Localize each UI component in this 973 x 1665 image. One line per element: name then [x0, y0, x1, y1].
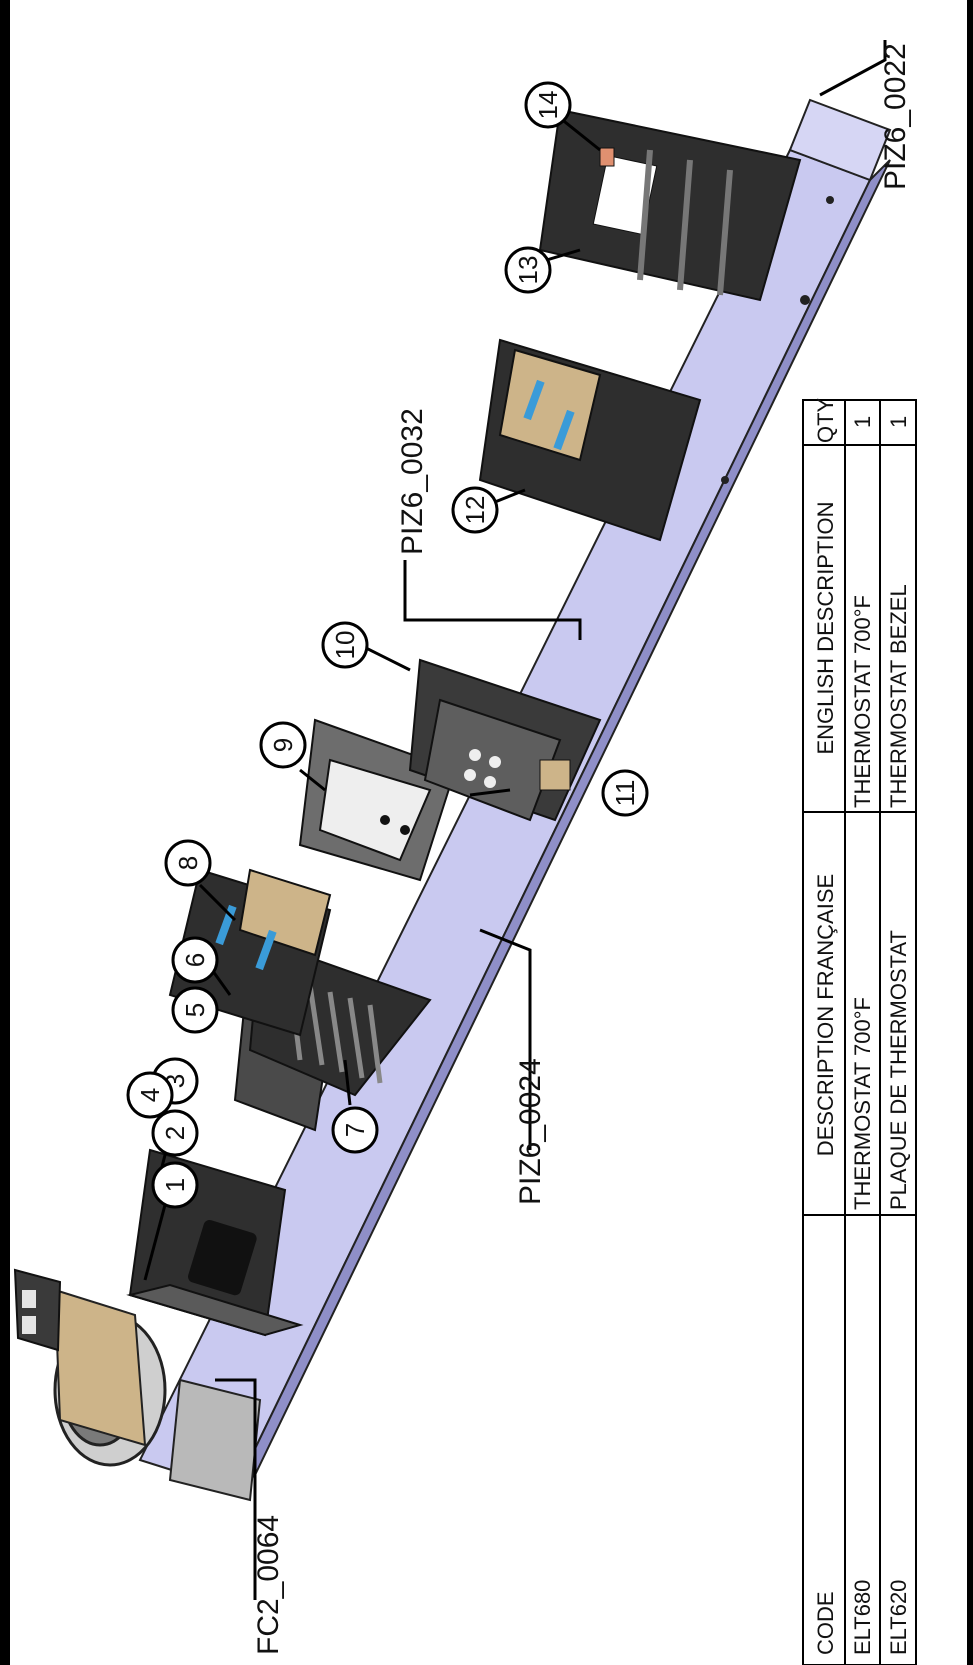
callout-14: 14: [524, 81, 572, 129]
row-2-fr: PLAQUE DE THERMOSTAT: [886, 930, 911, 1210]
callout-13-text: 13: [513, 256, 543, 285]
callout-8-text: 8: [173, 856, 203, 870]
row-1-en: THERMOSTAT 700°F: [850, 595, 875, 808]
callout-10-text: 10: [330, 631, 360, 660]
row-1-code: ELT680: [850, 1580, 875, 1655]
parts-table: CODE DESCRIPTION FRANÇAISE ENGLISH DESCR…: [802, 397, 917, 1665]
header-qty: QTY: [813, 397, 838, 443]
callout-10: 10: [321, 621, 369, 669]
sheet-border-right: [967, 0, 973, 1665]
callout-13: 13: [504, 246, 552, 294]
header-en: ENGLISH DESCRIPTION: [813, 501, 838, 754]
callout-5: 5: [171, 986, 219, 1034]
callout-4-text: 4: [135, 1088, 165, 1102]
callout-12-text: 12: [460, 496, 490, 525]
component-13-14: [538, 108, 802, 302]
ref-fc2-0064: FC2_0064: [252, 1515, 285, 1655]
ref-piz6-0024: PIZ6_0024: [514, 1058, 547, 1205]
callout-4: 4: [126, 1071, 174, 1119]
ref-piz6-0022: PIZ6_0022: [879, 43, 912, 190]
row-2-en: THERMOSTAT BEZEL: [886, 584, 911, 808]
callout-7: 7: [331, 1106, 379, 1154]
component-12: [478, 338, 702, 542]
callout-9: 9: [259, 721, 307, 769]
callout-6-text: 6: [180, 953, 210, 967]
callout-9-text: 9: [268, 738, 298, 752]
callout-12: 12: [451, 486, 499, 534]
header-fr: DESCRIPTION FRANÇAISE: [813, 874, 838, 1156]
row-2-code: ELT620: [886, 1580, 911, 1655]
table-row: ELT620 PLAQUE DE THERMOSTAT THERMOSTAT B…: [886, 416, 911, 1655]
callout-11: 11: [601, 769, 649, 817]
callout-7-text: 7: [340, 1123, 370, 1137]
row-1-fr: THERMOSTAT 700°F: [850, 997, 875, 1210]
leader-lines: [143, 40, 887, 1600]
callout-1: 1: [151, 1161, 199, 1209]
callout-6: 6: [171, 936, 219, 984]
callout-1-text: 1: [160, 1178, 190, 1192]
thermostat-assembly: [13, 1268, 262, 1502]
sheet-border-left: [0, 0, 10, 1665]
callout-balloons: 1 2 3 4 5 6 7 8: [126, 81, 649, 1209]
header-code: CODE: [813, 1591, 838, 1655]
callout-14-text: 14: [533, 91, 563, 120]
callout-2: 2: [151, 1109, 199, 1157]
table-row: ELT680 THERMOSTAT 700°F THERMOSTAT 700°F…: [850, 416, 875, 1655]
ref-piz6-0032: PIZ6_0032: [396, 408, 429, 555]
callout-2-text: 2: [160, 1126, 190, 1140]
row-1-qty: 1: [850, 416, 875, 428]
component-10-11: [408, 658, 602, 822]
callout-8: 8: [164, 839, 212, 887]
row-2-qty: 1: [886, 416, 911, 428]
callout-11-text: 11: [610, 780, 640, 807]
callout-5-text: 5: [180, 1003, 210, 1017]
